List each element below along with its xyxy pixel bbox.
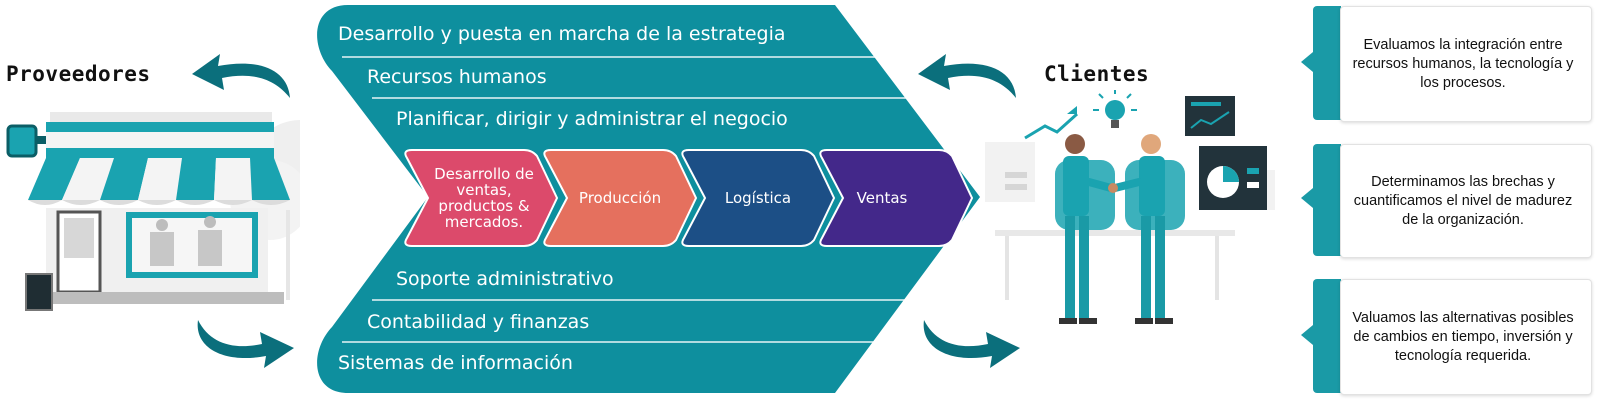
curved-arrow-icon [918, 54, 1016, 98]
chevron-logistica [681, 149, 836, 247]
band-contabilidad: Contabilidad y finanzas [367, 311, 590, 333]
chevron-label-ventas: Ventas [856, 189, 908, 207]
proveedores-label: Proveedores [6, 62, 151, 86]
chevron-ventas [819, 149, 974, 247]
band-estrategia: Desarrollo y puesta en marcha de la estr… [338, 23, 786, 45]
band-soporte-administrativo: Soporte administrativo [396, 268, 614, 290]
info-card-2-text: Determinamos las brechas y cuantificamos… [1353, 173, 1573, 228]
curved-arrow-icon [192, 54, 290, 98]
chevron-produccion [543, 149, 698, 247]
band-planificar: Planificar, dirigir y administrar el neg… [396, 108, 788, 130]
card-tab-1 [1301, 6, 1341, 120]
storefront-icon [6, 112, 300, 311]
card-tab-3 [1301, 279, 1341, 393]
card-tab-2 [1301, 144, 1341, 256]
chevron-label-desarrollo: Desarrollo de ventas, productos & mercad… [434, 165, 534, 231]
curved-arrow-icon [197, 320, 294, 368]
band-recursos-humanos: Recursos humanos [367, 66, 547, 88]
curved-arrow-icon [923, 320, 1020, 368]
info-card-3-text: Valuamos las alternativas posibles de ca… [1352, 309, 1574, 364]
info-card-2: Determinamos las brechas y cuantificamos… [1340, 144, 1592, 258]
chevron-desarrollo [404, 149, 559, 247]
info-card-1: Evaluamos la integración entre recursos … [1340, 6, 1592, 122]
businessmen-handshake-icon [985, 90, 1275, 324]
info-card-3: Valuamos las alternativas posibles de ca… [1340, 279, 1592, 395]
band-sistemas: Sistemas de información [338, 352, 573, 374]
clientes-label: Clientes [1044, 62, 1150, 86]
chevron-label-produccion: Producción [578, 189, 662, 207]
chevron-label-logistica: Logística [724, 189, 792, 207]
info-card-1-text: Evaluamos la integración entre recursos … [1352, 36, 1574, 91]
